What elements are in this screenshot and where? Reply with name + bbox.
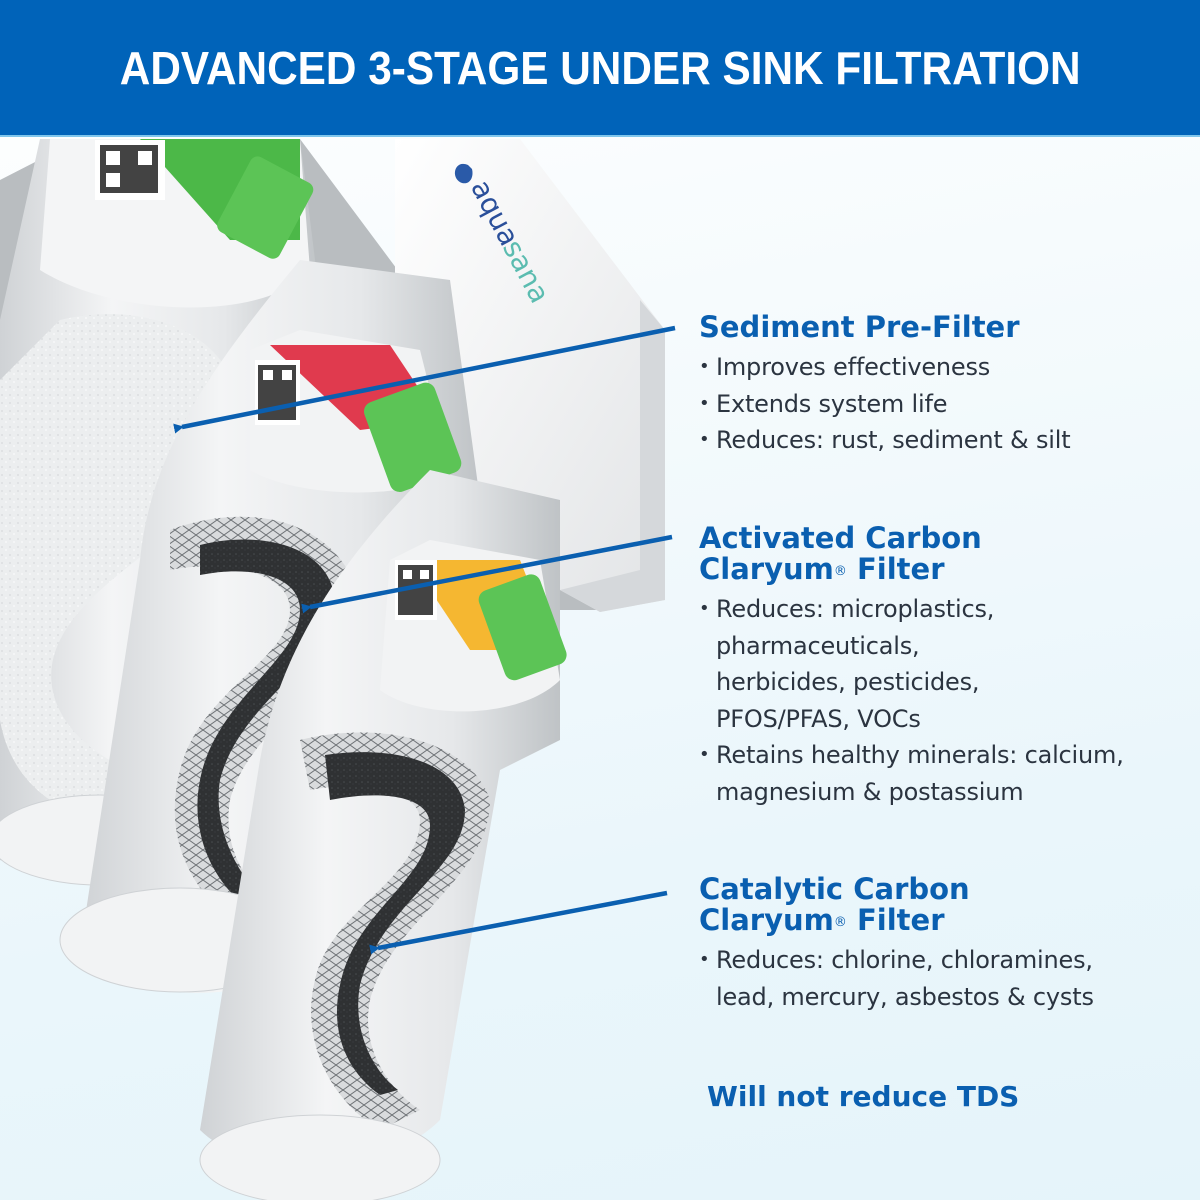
filter-system-illustration: aqua sana [0, 139, 700, 1200]
feature-item: Reduces: chlorine, chloramines, lead, me… [699, 942, 1094, 1015]
tds-disclaimer: Will not reduce TDS [707, 1080, 1020, 1113]
page-title: ADVANCED 3-STAGE UNDER SINK FILTRATION [119, 41, 1081, 94]
feature-list: Reduces: microplastics, pharmaceuticals,… [699, 591, 1124, 810]
feature-item: Improves effectiveness [699, 349, 1070, 386]
activated-carbon-section: Activated Carbon Claryum® Filter Reduces… [699, 523, 1124, 810]
feature-item: Reduces: rust, sediment & silt [699, 422, 1071, 459]
section-title: Catalytic Carbon Claryum® Filter [699, 872, 970, 937]
feature-item: Retains healthy minerals: calcium, magne… [699, 737, 1124, 810]
feature-list: Reduces: chlorine, chloramines, lead, me… [699, 942, 1094, 1015]
feature-item: Extends system life [699, 386, 1070, 423]
header-banner: ADVANCED 3-STAGE UNDER SINK FILTRATION [0, 0, 1200, 137]
registered-mark: ® [833, 915, 847, 930]
registered-mark: ® [833, 564, 847, 579]
feature-item: Reduces: microplastics, pharmaceuticals,… [699, 591, 1124, 737]
sediment-prefilter-section: Sediment Pre-Filter Improves effectivene… [699, 310, 1071, 459]
catalytic-carbon-section: Catalytic Carbon Claryum® Filter Reduces… [699, 874, 1094, 1015]
section-title: Sediment Pre-Filter [699, 310, 1020, 344]
section-title: Activated Carbon Claryum® Filter [699, 521, 982, 586]
feature-list: Improves effectiveness Extends system li… [699, 349, 1071, 459]
